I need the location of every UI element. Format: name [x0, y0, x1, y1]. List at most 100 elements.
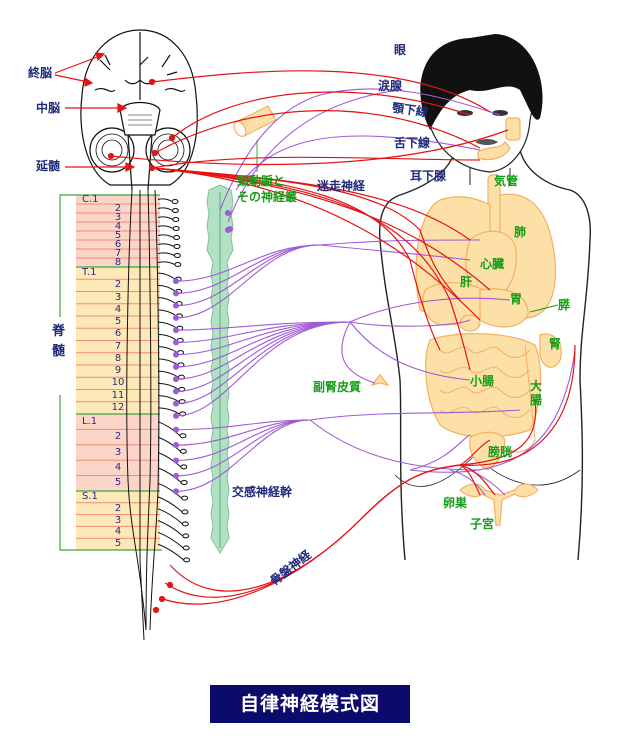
- nerve-root: [157, 358, 179, 366]
- label-spinal-cord: 脊 髄: [52, 322, 68, 361]
- ganglion-node: [183, 557, 191, 563]
- sympathetic-fiber: [175, 419, 311, 477]
- sympathetic-node: [224, 226, 232, 234]
- label-telencephalon: 終脳: [28, 66, 53, 80]
- heart: [465, 230, 517, 301]
- spinal-segments: [59, 194, 162, 551]
- nerve-root: [157, 482, 182, 499]
- sympathetic-fiber: [175, 321, 351, 405]
- segment-cervical-2: 2: [114, 202, 122, 214]
- ganglion-node: [182, 533, 190, 539]
- segment-thoracic-11: 11: [111, 389, 125, 401]
- sympathetic-fiber: [175, 244, 321, 319]
- label-lacrimal-gland: 涙腺: [378, 79, 403, 93]
- label-sympathetic-trunk: 交感神経幹: [232, 485, 293, 499]
- sympathetic-fiber: [341, 321, 376, 384]
- segment-thoracic-1: T.1: [82, 267, 97, 279]
- sympathetic-node: [172, 388, 180, 395]
- intestines: [425, 333, 542, 438]
- segment-thoracic-9: 9: [114, 365, 122, 377]
- segment-thoracic-8: 8: [114, 352, 122, 364]
- label-sublingual-gland: 舌下線: [394, 136, 431, 150]
- parasympathetic-nerves: [107, 70, 576, 614]
- parasympathetic-fiber: [159, 464, 461, 605]
- sympathetic-node: [172, 472, 180, 479]
- segment-cervical-1: C.1: [82, 193, 99, 205]
- ganglion-node: [180, 464, 188, 470]
- sympathetic-fiber: [309, 419, 481, 471]
- ganglion-node: [179, 448, 187, 454]
- segment-sacral-2: 2: [114, 502, 122, 514]
- segment-thoracic-2: 2: [114, 279, 122, 291]
- ganglion-node: [181, 521, 189, 527]
- label-medulla: 延髄: [36, 159, 61, 173]
- sympathetic-fiber: [319, 244, 471, 261]
- sympathetic-trunk: [206, 184, 234, 554]
- ganglion-node: [171, 208, 179, 213]
- segment-sacral-1: S.1: [82, 490, 98, 502]
- segment-lumbar-4: 4: [114, 461, 122, 473]
- sympathetic-fiber: [175, 244, 321, 307]
- sympathetic-fiber: [175, 244, 321, 294]
- label-pancreas: 膵: [558, 298, 571, 312]
- segment-cervical-8: 8: [114, 256, 122, 268]
- parasympathetic-node: [148, 164, 156, 172]
- sympathetic-node: [172, 314, 180, 321]
- nerve-root: [157, 543, 184, 561]
- nerve-root: [157, 421, 181, 437]
- sympathetic-node: [172, 488, 180, 495]
- sympathetic-fiber: [227, 89, 401, 223]
- nerve-root: [157, 207, 173, 211]
- sympathetic-fiber: [175, 419, 311, 492]
- segment-thoracic-5: 5: [114, 316, 122, 328]
- sympathetic-node: [172, 400, 180, 407]
- nerve-root: [157, 261, 176, 265]
- sympathetic-node: [172, 339, 180, 346]
- segment-sacral-4: 4: [114, 526, 122, 538]
- brain-pointer-arrows: [54, 52, 136, 172]
- ganglion-node: [173, 244, 181, 249]
- sympathetic-node: [172, 426, 180, 433]
- ganglion-node: [179, 433, 187, 439]
- segment-cervical-7: 7: [114, 247, 122, 259]
- parasympathetic-node: [166, 581, 174, 589]
- parasympathetic-fiber: [459, 464, 481, 496]
- sympathetic-node: [172, 351, 180, 358]
- segment-cervical-5: 5: [114, 229, 122, 241]
- parasympathetic-node: [148, 78, 156, 86]
- ganglion-node: [172, 226, 180, 231]
- segment-cervical-4: 4: [114, 220, 122, 232]
- sympathetic-node: [172, 442, 180, 449]
- label-stomach: 胃: [510, 292, 523, 306]
- parasympathetic-fiber: [459, 439, 491, 466]
- bladder: [469, 431, 506, 471]
- nerve-root: [157, 297, 177, 305]
- nerve-root: [157, 496, 183, 513]
- parasympathetic-fiber: [151, 167, 481, 321]
- nerve-root: [157, 243, 175, 247]
- segment-cervical-6: 6: [114, 238, 122, 250]
- label-small-intestine: 小腸: [470, 374, 495, 388]
- sympathetic-fiber: [175, 244, 321, 282]
- nerve-root: [157, 452, 182, 468]
- label-eye: 眼: [394, 43, 407, 57]
- sympathetic-node: [172, 290, 180, 297]
- parasympathetic-fiber: [151, 167, 461, 301]
- label-midbrain: 中脳: [36, 101, 61, 115]
- segment-lumbar-1: L.1: [82, 415, 98, 427]
- nerve-root: [157, 284, 176, 292]
- segment-lumbar-5: 5: [114, 477, 122, 489]
- nerve-root: [157, 225, 174, 229]
- parasympathetic-fiber: [151, 167, 441, 351]
- spinal-cord-char-1: 脊: [52, 324, 66, 339]
- nerve-root: [157, 321, 178, 329]
- nerve-root: [157, 309, 177, 317]
- segment-thoracic-7: 7: [114, 340, 122, 352]
- segment-lumbar-2: 2: [114, 431, 122, 443]
- sympathetic-fiber: [349, 321, 471, 381]
- sympathetic-node: [172, 278, 180, 285]
- parasympathetic-fiber: [151, 167, 471, 371]
- segment-thoracic-6: 6: [114, 328, 122, 340]
- sympathetic-fiber: [175, 321, 351, 368]
- parasympathetic-fiber: [151, 70, 491, 113]
